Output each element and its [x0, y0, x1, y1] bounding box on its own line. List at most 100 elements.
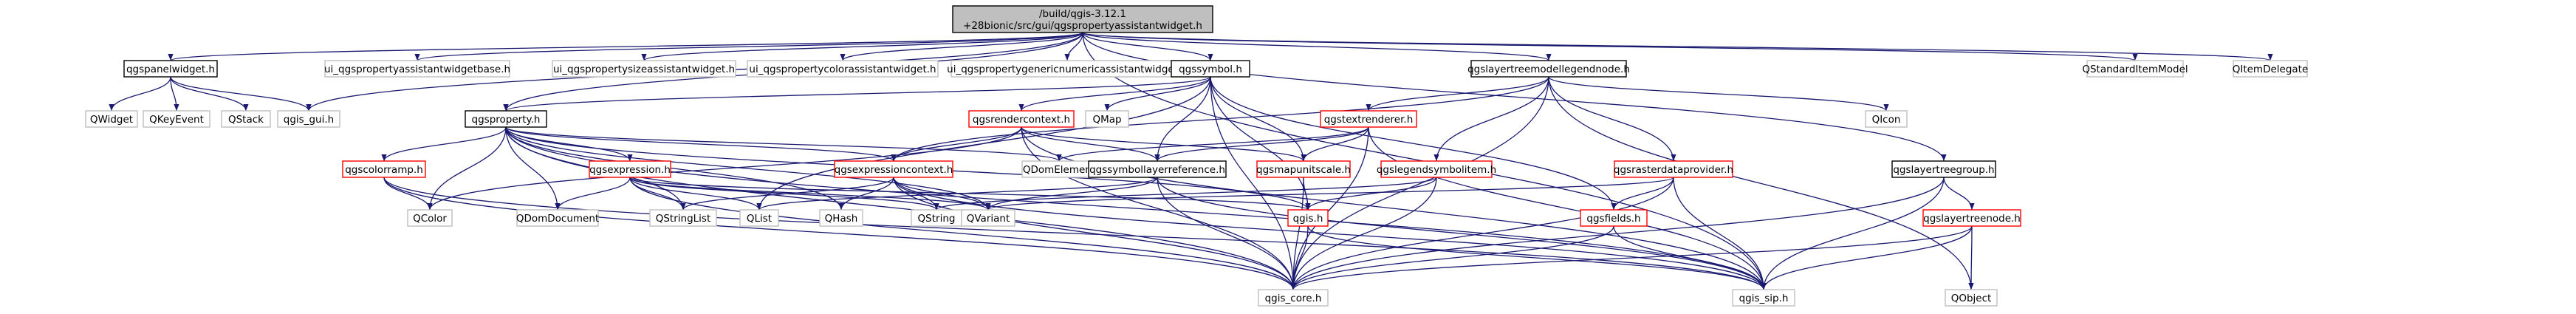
edge-qgspanelwidget-to-QWidget [109, 76, 171, 112]
edge-qgsrasterdataprovider-to-qgis_core [1290, 177, 1674, 290]
node-label: QMap [1092, 114, 1121, 126]
node-box [1287, 209, 1329, 227]
node-qgslayertreemodellegendnode[interactable]: qgslayertreemodellegendnode.h [1467, 60, 1630, 78]
edge-qgsproperty-to-QDomDocument [505, 126, 561, 211]
edge-qgstextrenderer-to-qgis_core [1290, 126, 1369, 290]
node-label: qgsproperty.h [472, 114, 541, 126]
node-qgssymbollayerreference[interactable]: qgssymbollayerreference.h [1088, 160, 1227, 178]
node-qgsproperty[interactable]: qgsproperty.h [465, 110, 547, 128]
node-QDomElement: QDomElement [1021, 160, 1097, 178]
node-box [324, 60, 510, 78]
edge-qgsproperty-to-QColor [427, 126, 507, 211]
node-qgslayertreegroup[interactable]: qgslayertreegroup.h [1891, 160, 1996, 178]
edge-qgssymbol-to-qgssymbollayerreference [1154, 76, 1211, 162]
node-box [1320, 110, 1417, 128]
edge-qgsexpressioncontext-to-qgis_core [893, 177, 1296, 290]
edge-qgsexpressioncontext-to-QStringList [680, 177, 894, 211]
edge-root-to-QStandardItemModel [1082, 32, 2137, 61]
node-box [834, 160, 953, 178]
node-qgis_core: qgis_core.h [1258, 289, 1329, 307]
edge-qgsproperty-to-qgscolorramp [381, 126, 507, 162]
node-qgslayertreenode[interactable]: qgslayertreenode.h [1922, 209, 2021, 227]
node-qgstextrenderer[interactable]: qgstextrenderer.h [1320, 110, 1417, 128]
node-QKeyEvent: QKeyEvent [143, 110, 210, 128]
node-box [516, 209, 599, 227]
node-label: qgslayertreenode.h [1923, 213, 2021, 225]
node-label: QStandardItemModel [2082, 64, 2188, 75]
node-label: qgsrasterdataprovider.h [1614, 164, 1733, 176]
node-label: QHash [825, 213, 858, 225]
edge-root-to-ui_color [840, 32, 1083, 61]
edge-qgsrendercontext-to-qgsexpressioncontext [891, 126, 1022, 162]
node-qgsmapunitscale[interactable]: qgsmapunitscale.h [1256, 160, 1351, 178]
node-qgssymbol[interactable]: qgssymbol.h [1171, 60, 1250, 78]
node-label: QStack [228, 114, 264, 126]
node-QObject: QObject [1945, 289, 1998, 307]
node-QStandardItemModel: QStandardItemModel [2082, 60, 2188, 78]
edge-qgslegendsymbolitem-to-qgis_core [1290, 177, 1437, 290]
node-box [277, 110, 340, 128]
node-qgis_sip: qgis_sip.h [1732, 289, 1795, 307]
edge-qgslayertreemodellegendnode-to-qgslegendsymbolitem [1433, 76, 1549, 162]
node-label: ui_qgspropertygenericnumericassistantwid… [947, 64, 1188, 75]
node-box [1171, 60, 1250, 78]
node-label: QVariant [967, 213, 1010, 225]
node-QColor: QColor [407, 209, 453, 227]
node-qgis[interactable]: qgis.h [1287, 209, 1329, 227]
node-box [465, 110, 547, 128]
edge-qgslayertreemodellegendnode-to-qgis_core [1290, 76, 1549, 290]
node-box [589, 160, 671, 178]
edge-root-to-qgslayertreegroup [1082, 32, 1947, 162]
node-box [747, 60, 939, 78]
node-QString: QString [911, 209, 962, 227]
node-qgsrendercontext[interactable]: qgsrendercontext.h [968, 110, 1075, 128]
node-box [1256, 160, 1351, 178]
node-box [1865, 110, 1908, 128]
node-box [2233, 60, 2308, 78]
node-QMap: QMap [1085, 110, 1129, 128]
edge-qgis-to-qgis_sip [1307, 225, 1767, 290]
edge-qgssymbollayerreference-to-QVariant [985, 177, 1158, 211]
node-qgslegendsymbolitem[interactable]: qgslegendsymbolitem.h [1377, 160, 1496, 178]
edge-qgsrendercontext-to-qgssymbollayerreference [1021, 126, 1160, 162]
node-QHash: QHash [819, 209, 863, 227]
node-label: qgis.h [1293, 213, 1323, 225]
node-label: QDomDocument [516, 213, 599, 225]
edge-qgssymbollayerreference-to-QList [756, 177, 1158, 211]
edge-root-to-QItemDelegate [1082, 32, 2272, 61]
node-label: QObject [1951, 293, 1992, 304]
node-QWidget: QWidget [85, 110, 138, 128]
node-box [952, 5, 1213, 33]
node-ui_base: ui_qgspropertyassistantwidgetbase.h [324, 60, 510, 78]
node-qgspanelwidget[interactable]: qgspanelwidget.h [123, 60, 218, 78]
edge-qgslayertreemodellegendnode-to-QObject [1548, 76, 1974, 290]
node-qgsexpressioncontext[interactable]: qgsexpressioncontext.h [834, 160, 953, 178]
node-label: QWidget [90, 114, 133, 126]
edge-root-to-ui_base [414, 32, 1083, 61]
edge-qgstextrenderer-to-qgis_sip [1368, 126, 1767, 290]
node-qgscolorramp[interactable]: qgscolorramp.h [342, 160, 426, 178]
edge-qgslayertreenode-to-qgis_core [1290, 225, 1973, 290]
edge-qgssymbol-to-QMap [1104, 76, 1211, 112]
node-box [1614, 160, 1733, 178]
node-box [143, 110, 210, 128]
edge-qgslegendsymbolitem-to-qgis [1305, 177, 1437, 211]
node-qgsexpression[interactable]: qgsexpression.h [589, 160, 671, 178]
node-qgsfields[interactable]: qgsfields.h [1580, 209, 1648, 227]
edge-root-to-qgslayertreemodellegendnode [1082, 32, 1552, 61]
node-label: +28bionic/src/gui/qgspropertyassistantwi… [963, 20, 1202, 32]
node-QStringList: QStringList [649, 209, 717, 227]
edge-qgsexpressioncontext-to-QHash [838, 177, 894, 211]
node-qgsrasterdataprovider[interactable]: qgsrasterdataprovider.h [1614, 160, 1733, 178]
edge-qgslegendsymbolitem-to-QString [934, 177, 1437, 211]
edge-qgstextrenderer-to-qgssymbollayerreference [1154, 126, 1369, 162]
header-nodes: /build/qgis-3.12.1+28bionic/src/gui/qgsp… [85, 5, 2309, 307]
node-label: qgsrendercontext.h [973, 114, 1070, 126]
node-label: QDomElement [1023, 164, 1095, 176]
edge-qgslayertreegroup-to-qgslayertreenode [1943, 177, 1975, 211]
node-label: QItemDelegate [2233, 64, 2309, 75]
node-box [1085, 110, 1129, 128]
edge-qgsproperty-to-qgsexpressioncontext [505, 126, 897, 162]
edge-qgslayertreemodellegendnode-to-qgsrasterdataprovider [1548, 76, 1676, 162]
